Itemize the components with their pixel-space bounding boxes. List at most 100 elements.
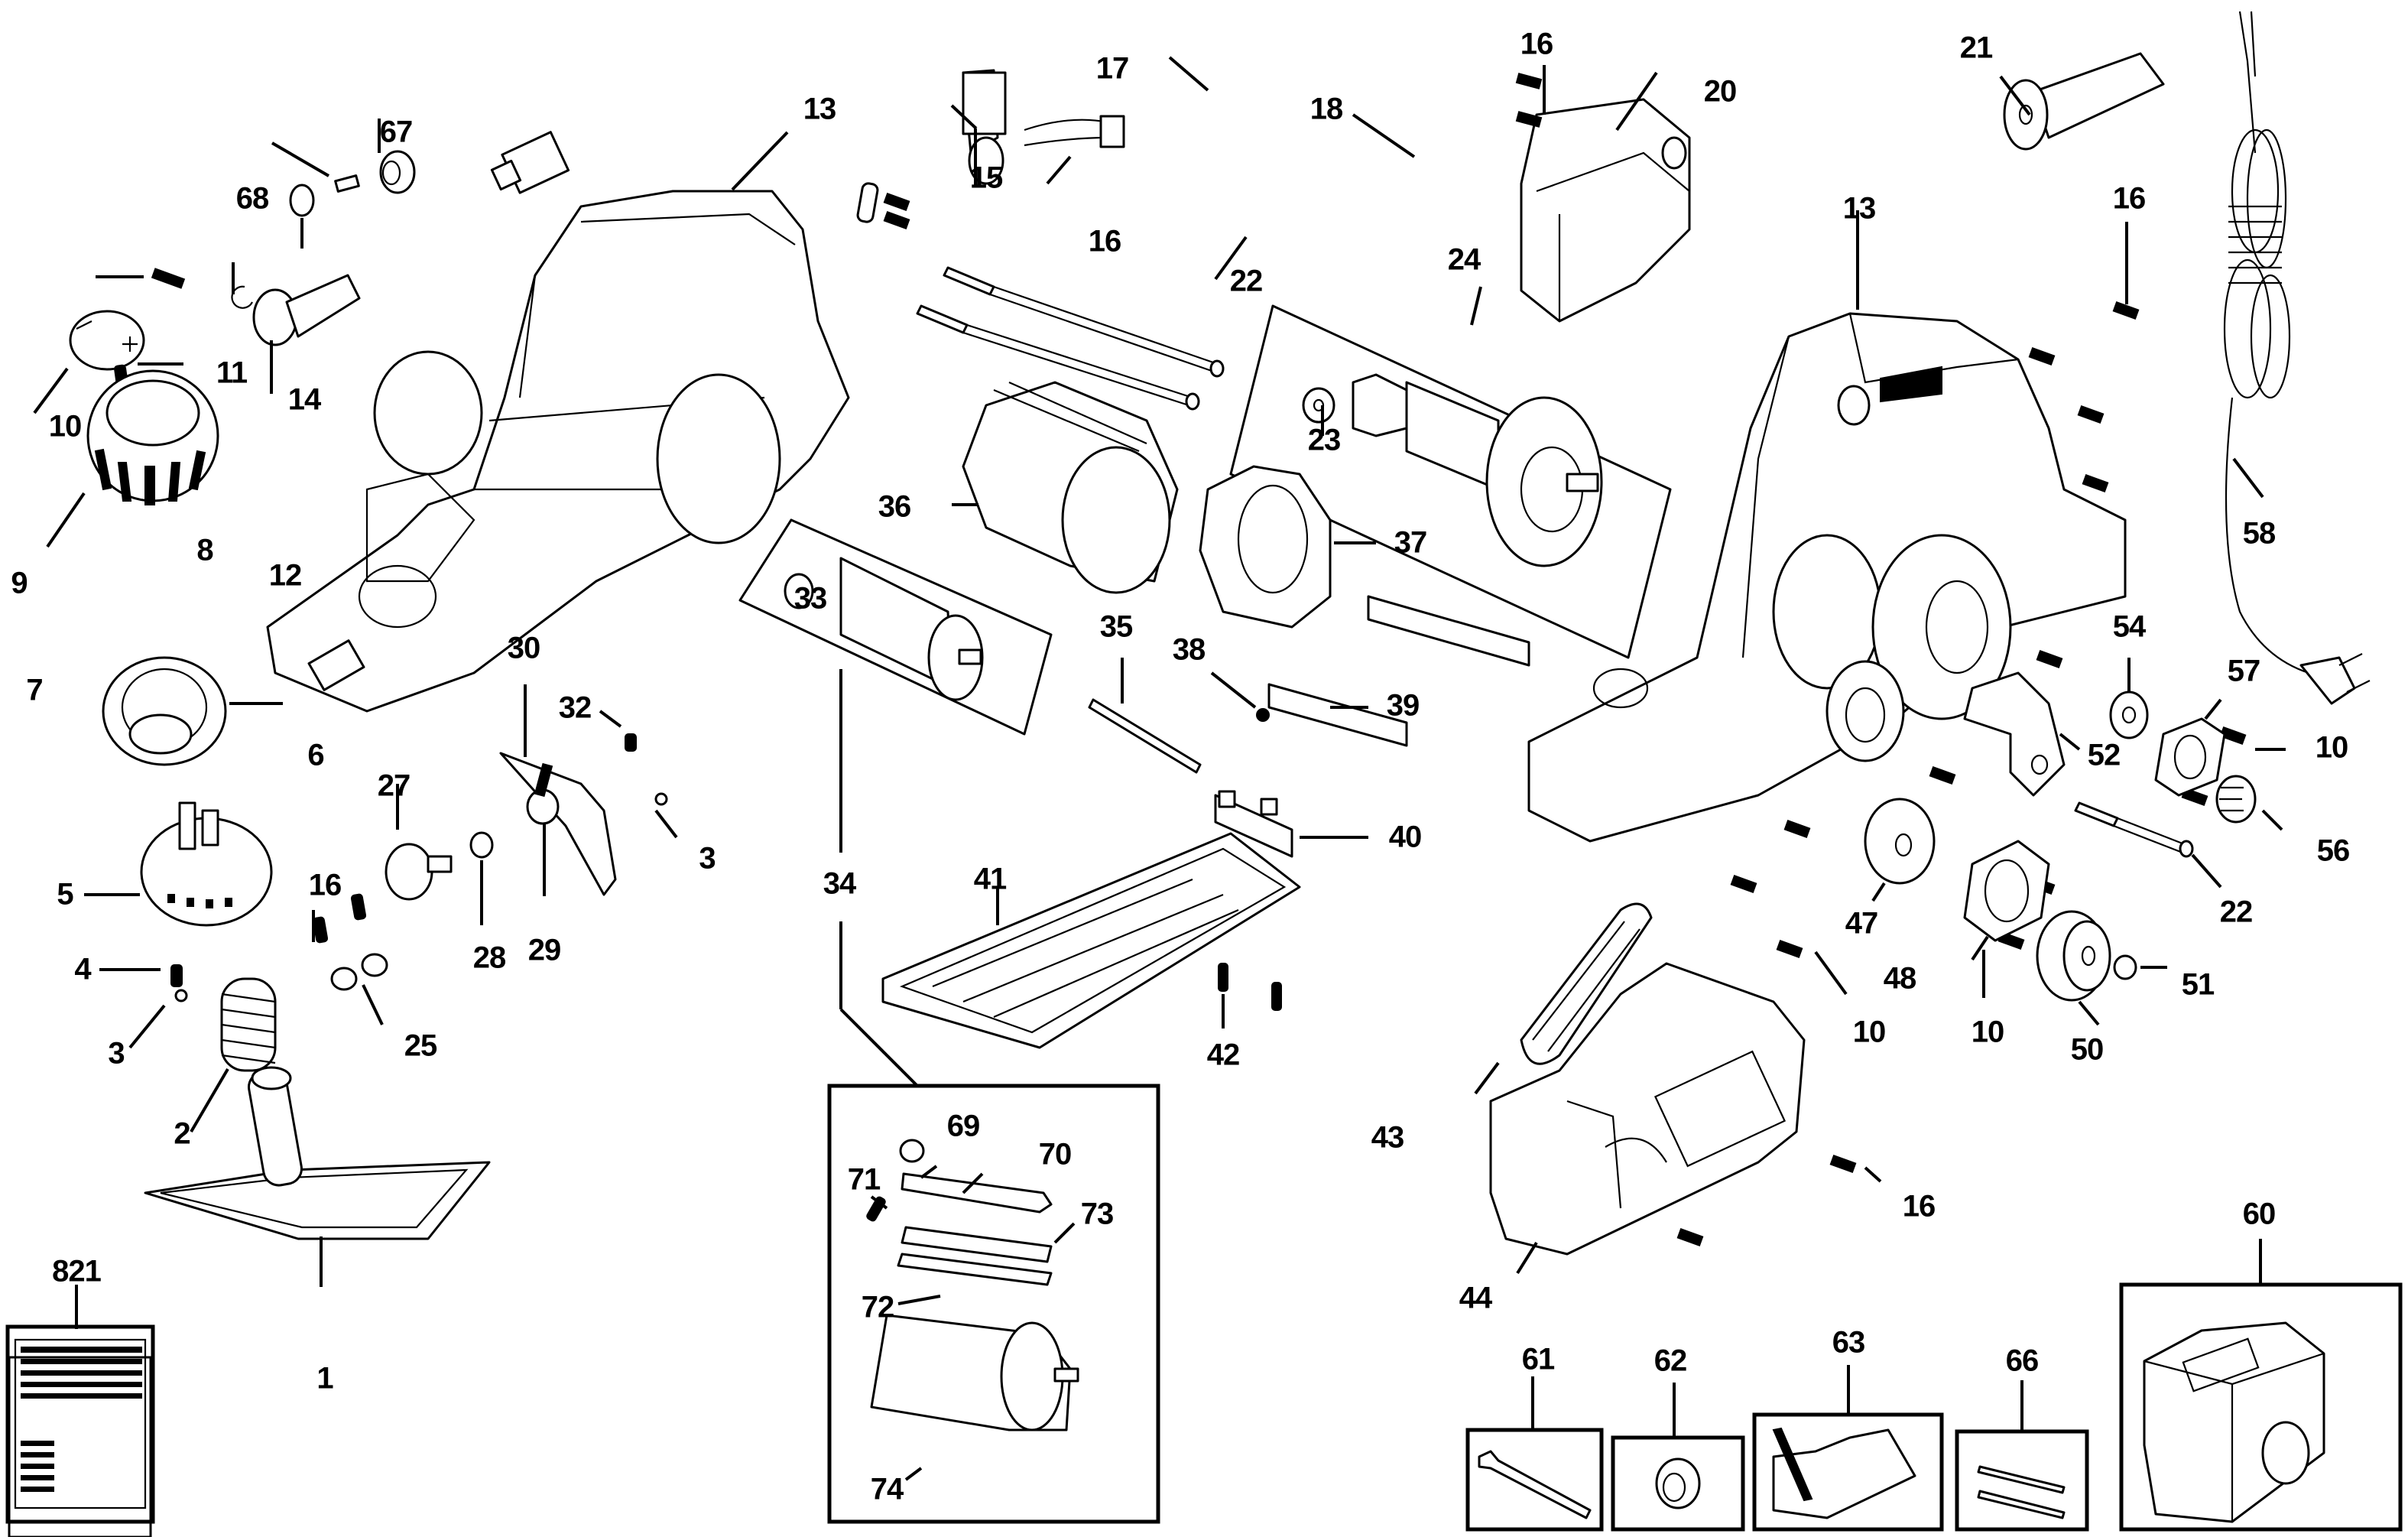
label-12: 12 <box>269 559 302 593</box>
label-15: 15 <box>970 161 1003 195</box>
part-4-spring <box>170 964 183 987</box>
label-70: 70 <box>1039 1138 1072 1171</box>
part-22-long-bolts <box>916 266 1225 411</box>
part-68-screw <box>334 174 360 193</box>
label-56: 56 <box>2317 834 2350 868</box>
part-16-screws-center <box>883 192 910 230</box>
part-51-nut <box>2113 954 2137 980</box>
part-16-screws-left <box>312 893 367 944</box>
label-3b: 3 <box>699 842 715 876</box>
label-30: 30 <box>508 632 540 665</box>
label-4: 4 <box>74 953 92 986</box>
kit-61-box <box>1465 1428 1604 1532</box>
part-3-ball <box>174 989 188 1002</box>
label-16-left: 16 <box>309 869 342 902</box>
leader-lines <box>33 56 2286 1481</box>
label-17: 17 <box>1096 52 1129 86</box>
label-72: 72 <box>862 1291 894 1324</box>
part-10-screw <box>151 268 186 289</box>
label-52: 52 <box>2088 739 2121 772</box>
label-33: 33 <box>794 582 827 616</box>
part-16-screws-top <box>1515 73 1543 128</box>
label-16-center: 16 <box>1089 225 1121 258</box>
label-40: 40 <box>1389 820 1422 854</box>
kit-66-box <box>1955 1429 2089 1532</box>
label-32: 32 <box>559 691 592 725</box>
label-10-low: 10 <box>1853 1015 1886 1049</box>
part-27-switch <box>385 843 453 901</box>
part-32-spring <box>625 733 637 752</box>
label-16-right: 16 <box>2113 182 2146 216</box>
part-22-bolt-right <box>2074 801 2194 858</box>
part-52-bracket <box>1963 671 2066 797</box>
label-10-mid: 10 <box>1972 1015 2004 1049</box>
part-67-ring <box>379 150 416 194</box>
part-25-washers <box>330 953 388 991</box>
label-25: 25 <box>404 1029 437 1063</box>
label-36: 36 <box>878 490 911 524</box>
part-47-bearing <box>1864 798 1936 885</box>
label-68: 68 <box>236 182 269 216</box>
label-37: 37 <box>1394 526 1427 560</box>
part-24-armature-kit <box>1229 304 1672 659</box>
label-22: 22 <box>1230 265 1263 298</box>
label-2: 2 <box>174 1117 190 1151</box>
part-17-switch <box>962 69 1007 185</box>
part-21-side-handle <box>2003 52 2165 151</box>
label-9: 9 <box>11 567 27 600</box>
part-14-washer <box>289 184 315 217</box>
part-41-rear-shoe <box>881 832 1301 1049</box>
kit-62-box <box>1611 1435 1745 1532</box>
part-20-end-cap <box>1520 98 1691 323</box>
label-42: 42 <box>1207 1038 1240 1072</box>
label-13-left: 13 <box>803 93 836 126</box>
label-27: 27 <box>378 769 411 803</box>
part-37-baffle <box>1199 465 1332 629</box>
part-9-cap <box>69 310 145 371</box>
label-35: 35 <box>1100 610 1133 644</box>
label-43: 43 <box>1371 1121 1404 1155</box>
plug-part <box>490 131 570 194</box>
label-18: 18 <box>1310 93 1343 126</box>
label-51: 51 <box>2182 968 2215 1002</box>
part-57-retainer-plate <box>2154 717 2226 797</box>
label-6: 6 <box>307 739 323 772</box>
label-821: 821 <box>52 1255 101 1288</box>
label-58: 58 <box>2243 517 2276 551</box>
part-40-lever-block <box>1214 790 1293 858</box>
label-38: 38 <box>1173 633 1206 667</box>
label-73: 73 <box>1081 1197 1114 1231</box>
kit-60-box <box>2119 1282 2403 1532</box>
label-5: 5 <box>57 878 73 911</box>
label-16-bottom: 16 <box>1903 1190 1936 1223</box>
label-20: 20 <box>1704 75 1737 109</box>
part-42-screws <box>1218 963 1282 1011</box>
part-12-lever <box>252 274 361 346</box>
label-74: 74 <box>871 1473 904 1506</box>
part-38-spring <box>1256 708 1270 722</box>
label-14: 14 <box>288 383 322 417</box>
kit-34-box <box>827 1084 1160 1524</box>
part-44-belt-cover <box>1489 962 1806 1256</box>
label-3: 3 <box>108 1037 124 1071</box>
label-57: 57 <box>2228 655 2260 688</box>
part-5-scale-ring <box>140 801 273 927</box>
label-48: 48 <box>1884 962 1916 996</box>
housing-left-part-13 <box>266 190 850 713</box>
label-7: 7 <box>26 674 42 707</box>
part-7-depth-knob <box>86 369 219 505</box>
label-10-right: 10 <box>2316 731 2348 765</box>
label-16-top: 16 <box>1520 28 1553 61</box>
part-54-bearing <box>2109 691 2149 739</box>
label-66: 66 <box>2006 1344 2039 1378</box>
label-22-right: 22 <box>2220 895 2253 929</box>
label-61: 61 <box>1522 1343 1555 1376</box>
housing-right-part-13 <box>1527 312 2127 843</box>
label-34: 34 <box>823 867 857 901</box>
label-29: 29 <box>528 934 561 967</box>
label-1: 1 <box>316 1362 333 1396</box>
part-56-pulley <box>2215 775 2257 824</box>
part-2-spring <box>220 977 277 1072</box>
label-69: 69 <box>947 1110 980 1143</box>
